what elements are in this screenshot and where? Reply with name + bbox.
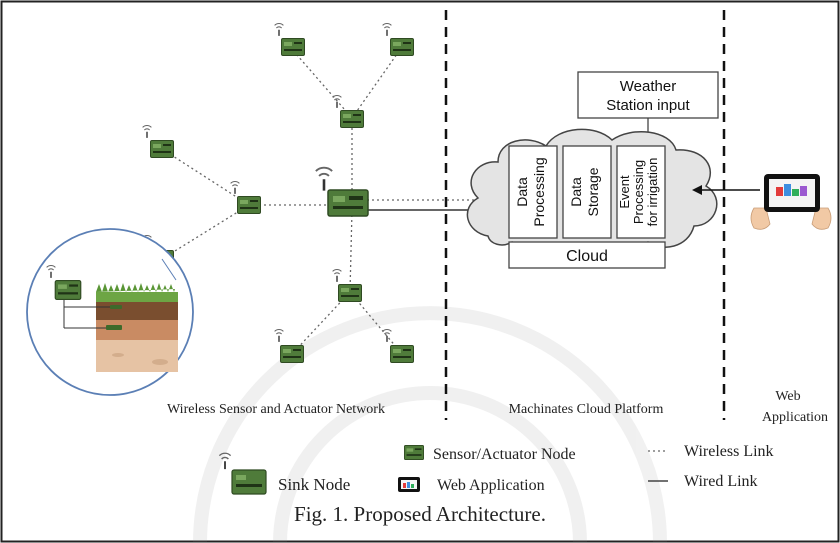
wireless-links: [161, 46, 478, 355]
figure-caption: Fig. 1. Proposed Architecture.: [294, 502, 546, 526]
data-storage-box: [562, 145, 612, 239]
arrow-head-icon: [692, 185, 702, 195]
topsoil-layer: [96, 302, 178, 320]
data-storage-label-2: Storage: [585, 167, 601, 216]
weather-label-2: Station input: [606, 97, 690, 114]
sink-antenna-icon: [314, 166, 334, 193]
buried-sensor: [106, 325, 122, 330]
sensor-node-icon: [54, 280, 82, 300]
data-processing-label-2: Processing: [531, 157, 547, 226]
legend-sensor-node-label: Sensor/Actuator Node: [433, 446, 576, 463]
data-processing-box: [508, 145, 558, 239]
region-label-wsan: Wireless Sensor and Actuator Network: [167, 402, 385, 417]
bedrock-layer: [96, 340, 178, 372]
legend-wireless-label: Wireless Link: [684, 443, 774, 460]
grass-layer: [96, 292, 178, 302]
sensor-node-icon: [390, 345, 414, 363]
weather-label-1: Weather: [620, 78, 676, 95]
legend: Sensor/Actuator Node Sink Node Web Appli…: [218, 443, 774, 495]
cloud-services: Data Processing Data Storage Event Proce…: [508, 145, 666, 239]
legend-sink-node-icon: [231, 469, 267, 495]
sensor-node-icon: [340, 110, 364, 128]
tablet-icon: [750, 174, 832, 230]
event-processing-box: [616, 145, 666, 239]
sensor-node-icon: [150, 140, 174, 158]
legend-wired-label: Wired Link: [684, 473, 758, 490]
buried-sensor: [110, 305, 122, 309]
legend-sink-node-label: Sink Node: [278, 475, 350, 494]
legend-sensor-node-icon: [404, 445, 424, 460]
data-processing-label-1: Data: [514, 177, 530, 207]
sensor-node-icon: [390, 38, 414, 56]
region-label-web-1: Web: [775, 389, 800, 404]
event-label-1: Event: [617, 175, 632, 209]
sensor-node-icon: [281, 38, 305, 56]
sensor-node-icon: [237, 196, 261, 214]
data-storage-label-1: Data: [568, 177, 584, 207]
event-label-3: for irrigation: [645, 158, 660, 227]
watermark: [193, 306, 667, 543]
sensor-node-icon: [280, 345, 304, 363]
sensor-node-icon: [338, 284, 362, 302]
region-label-cloud: Machinates Cloud Platform: [509, 402, 664, 417]
sink-node: [314, 166, 369, 217]
event-label-2: Processing: [631, 160, 646, 224]
cloud-label-box: [508, 241, 666, 269]
cloud-label: Cloud: [566, 248, 608, 265]
weather-station-box: [577, 71, 719, 119]
region-label-web-2: Application: [762, 410, 828, 425]
soil-detail: [26, 228, 194, 396]
legend-web-app-label: Web Application: [437, 477, 545, 494]
